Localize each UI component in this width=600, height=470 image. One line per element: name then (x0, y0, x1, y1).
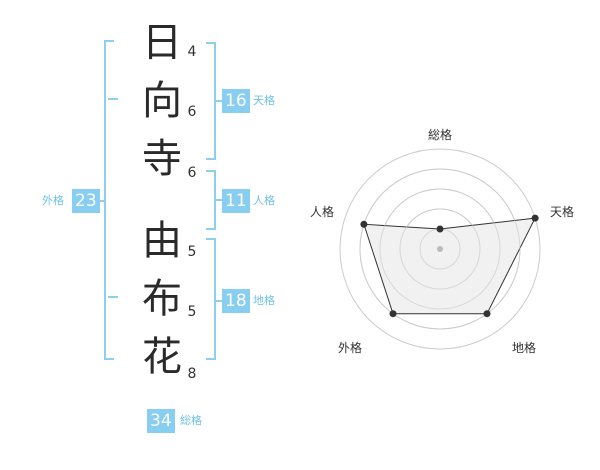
name-char-4: 由 (142, 218, 182, 264)
soukaku-value-badge: 34 (147, 409, 175, 433)
stroke-count-6: 8 (187, 366, 197, 382)
chikaku-value-badge: 18 (222, 289, 250, 313)
radar-axis-label-2: 天格 (550, 204, 574, 219)
gaikaku-label: 外格 (42, 194, 64, 207)
name-char-5: 布 (142, 276, 182, 322)
radar-axis-label-1: 総格 (428, 127, 452, 142)
chikaku-label: 地格 (253, 294, 275, 307)
radar-grid-overlay-3 (379, 188, 501, 310)
radar-axis-label-3: 地格 (512, 340, 536, 355)
tenkaku-value-badge: 16 (222, 89, 250, 113)
chikaku-bracket (206, 238, 216, 360)
tenkaku-label: 天格 (253, 94, 275, 107)
stroke-count-1: 4 (187, 44, 197, 60)
gaikaku-tick-1 (108, 98, 118, 100)
soukaku-label: 総格 (180, 414, 202, 427)
gaikaku-tick-2 (108, 296, 118, 298)
gaikaku-value-badge: 23 (72, 189, 100, 213)
radar-grid-overlay-2 (399, 208, 481, 290)
jinkaku-connector (214, 199, 224, 201)
jinkaku-label: 人格 (253, 194, 275, 207)
radar-data-polygon (363, 217, 536, 315)
radar-axis-label-5: 人格 (310, 204, 334, 219)
radar-point-5 (360, 220, 368, 228)
radar-point-1 (436, 225, 444, 233)
stroke-count-3: 6 (187, 165, 197, 181)
name-char-3: 寺 (142, 136, 182, 182)
radar-point-3 (483, 310, 491, 318)
jinkaku-value-badge: 11 (222, 189, 250, 213)
stroke-count-2: 6 (187, 104, 197, 120)
stroke-count-5: 5 (187, 304, 197, 320)
radar-grid-ring-5 (339, 148, 541, 350)
stroke-count-4: 5 (187, 244, 197, 260)
radar-axis-label-4: 外格 (338, 340, 362, 355)
radar-point-2 (531, 214, 539, 222)
name-char-1: 日 (142, 20, 182, 66)
gaikaku-connector (96, 200, 106, 202)
tenkaku-connector (214, 100, 224, 102)
radar-grid-overlay-4 (359, 168, 521, 330)
radar-center-dot (437, 246, 443, 252)
chikaku-connector (214, 300, 224, 302)
name-char-2: 向 (142, 78, 182, 124)
radar-point-4 (389, 310, 397, 318)
name-char-6: 花 (142, 334, 182, 380)
